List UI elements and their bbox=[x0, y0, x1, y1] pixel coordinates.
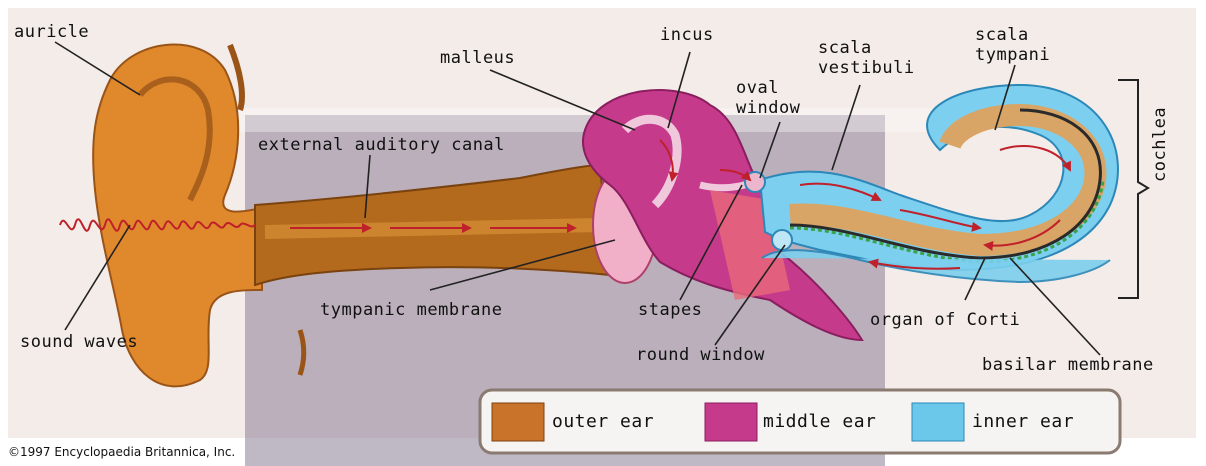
label-auricle: auricle bbox=[14, 22, 89, 42]
label-cochlea: cochlea bbox=[1150, 107, 1170, 182]
label-external-auditory-canal: external auditory canal bbox=[258, 135, 505, 155]
label-oval-window: oval window bbox=[736, 78, 800, 118]
label-round-window: round window bbox=[636, 345, 765, 365]
label-malleus: malleus bbox=[440, 48, 515, 68]
legend-label-middle-ear: middle ear bbox=[763, 411, 876, 432]
legend-swatch-inner bbox=[912, 403, 964, 441]
label-organ-of-corti: organ of Corti bbox=[870, 310, 1020, 330]
label-scala-vestibuli: scala vestibuli bbox=[818, 38, 915, 78]
label-sound-waves: sound waves bbox=[20, 332, 138, 352]
legend-swatch-outer bbox=[492, 403, 544, 441]
legend-swatch-middle bbox=[705, 403, 757, 441]
label-basilar-membrane: basilar membrane bbox=[982, 355, 1154, 375]
label-incus: incus bbox=[660, 25, 714, 45]
label-scala-tympani: scala tympani bbox=[975, 25, 1050, 65]
copyright-notice: ©1997 Encyclopaedia Britannica, Inc. bbox=[8, 445, 235, 459]
label-tympanic-membrane: tympanic membrane bbox=[320, 300, 503, 320]
legend-label-outer-ear: outer ear bbox=[552, 411, 654, 432]
label-stapes: stapes bbox=[638, 300, 702, 320]
legend-label-inner-ear: inner ear bbox=[972, 411, 1074, 432]
